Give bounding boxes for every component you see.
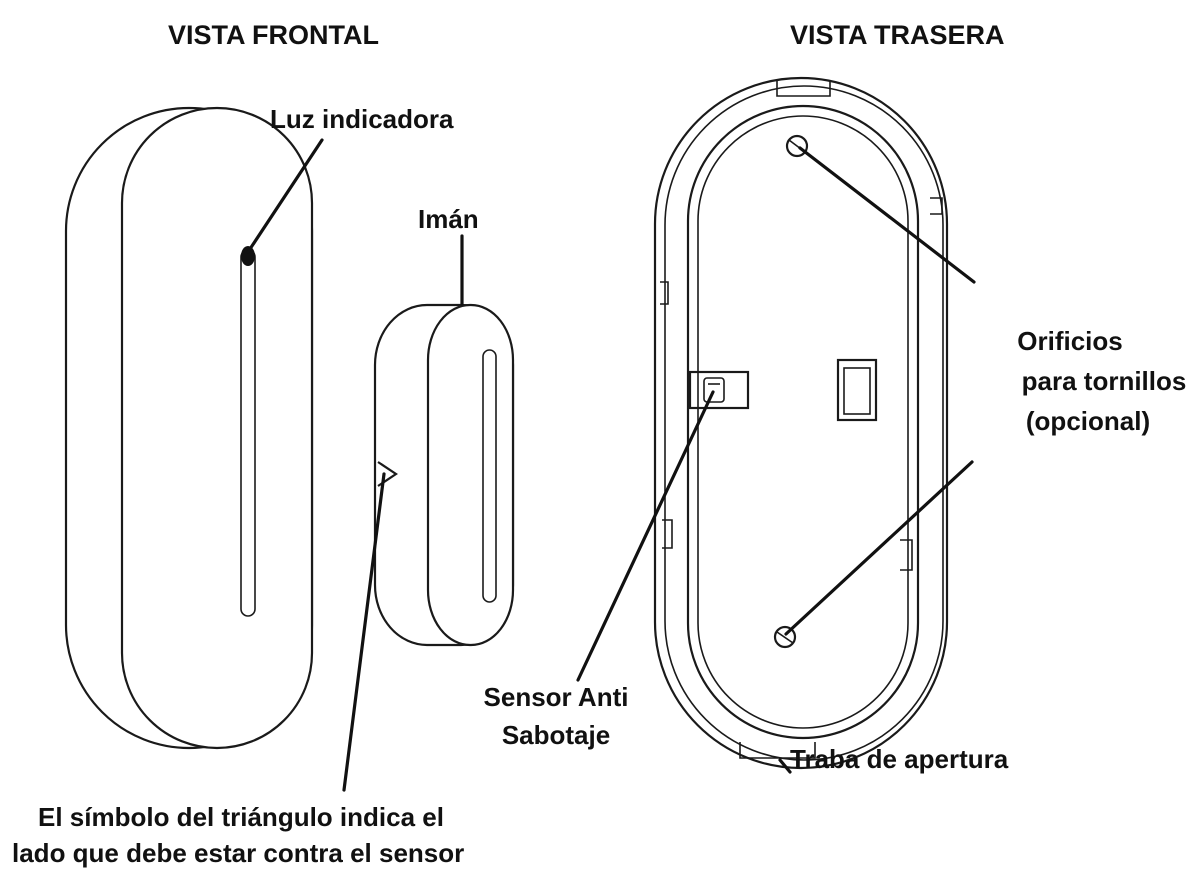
housing-top-notch (776, 80, 831, 97)
label-indicator-light: Luz indicadora (270, 104, 454, 134)
back-view-heading: VISTA TRASERA (790, 20, 1005, 50)
sensor-body-back (653, 76, 949, 770)
leader-screw-bottom (784, 460, 974, 636)
leader-indicator-light (246, 138, 324, 254)
front-view-heading: VISTA FRONTAL (168, 20, 379, 50)
label-tamper-line1: Sensor Anti (484, 682, 629, 712)
label-tamper-line2: Sabotaje (502, 720, 610, 750)
screw-hole-bottom-slot (776, 631, 794, 644)
screw-hole-bottom-icon (773, 625, 797, 649)
indicator-light-dot (241, 246, 255, 266)
housing-outer-rim (664, 85, 944, 761)
side-clip-right-bottom (900, 539, 913, 571)
side-clip-left-top (660, 281, 669, 305)
tamper-switch-housing (688, 370, 750, 410)
tamper-switch-button (703, 377, 725, 403)
triangle-symbol-icon (377, 461, 398, 487)
label-opening-latch: Traba de apertura (790, 744, 1009, 774)
housing-inner-tray (686, 104, 920, 740)
housing-outer-shell (653, 76, 949, 770)
label-triangle-note-line2: lado que debe estar contra el sensor (12, 838, 464, 868)
leader-opening-latch (778, 758, 792, 774)
label-screw-holes-line1: Orificios (1017, 326, 1122, 356)
magnet-slot (482, 349, 497, 603)
sensor-body-front (64, 106, 314, 750)
housing-rect-opening-inner (843, 367, 871, 415)
label-magnet: Imán (418, 204, 479, 234)
leader-tamper-sensor (576, 390, 715, 682)
leader-screw-top (798, 146, 976, 284)
side-clip-right-top (930, 197, 943, 215)
label-screw-holes-line2: para tornillos (1022, 366, 1187, 396)
housing-rect-opening (836, 358, 878, 422)
magnet-front (373, 303, 515, 647)
screw-hole-top-icon (785, 134, 809, 158)
side-clip-left-bottom (662, 519, 673, 549)
label-triangle-note-line1: El símbolo del triángulo indica el (38, 802, 444, 832)
leader-triangle-note (342, 472, 386, 792)
opening-latch-notch (739, 742, 816, 759)
magnet-front-face (426, 303, 515, 647)
label-screw-holes-line3: (opcional) (1026, 406, 1150, 436)
sensor-body-front-face (120, 106, 314, 750)
